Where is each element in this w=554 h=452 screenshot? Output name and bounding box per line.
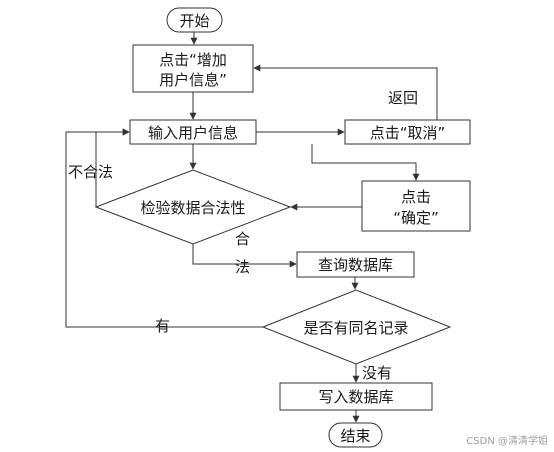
watermark: CSDN @清清学姐: [466, 434, 548, 447]
edge-input-to-confirm: [311, 144, 420, 181]
click-confirm-line1: 点击: [401, 188, 431, 206]
edge-cancel-return-to-add: [253, 64, 438, 120]
click-confirm-node: 点击 “确定”: [361, 180, 471, 232]
input-user-info-node: 输入用户信息: [129, 119, 257, 145]
same-name-check-label: 是否有同名记录: [303, 319, 408, 337]
start-node: 开始: [166, 7, 223, 33]
write-db-label: 写入数据库: [318, 388, 393, 406]
edge-check-has-to-input: [65, 128, 263, 328]
click-cancel-node: 点击“取消”: [344, 119, 471, 145]
query-db-label: 查询数据库: [318, 256, 393, 274]
add-user-info-line1: 点击“增加: [159, 51, 227, 69]
click-confirm-line2: “确定”: [393, 209, 439, 227]
label-illegal: 不合法: [68, 163, 113, 181]
label-return: 返回: [388, 89, 418, 107]
click-cancel-label: 点击“取消”: [370, 124, 446, 142]
end-node: 结束: [328, 422, 383, 448]
same-name-check-node: 是否有同名记录: [261, 289, 452, 365]
start-label: 开始: [179, 12, 209, 30]
query-db-node: 查询数据库: [296, 251, 415, 278]
validate-node: 检验数据合法性: [94, 169, 292, 245]
label-has: 有: [155, 317, 170, 335]
validate-label: 检验数据合法性: [140, 199, 245, 217]
input-user-info-label: 输入用户信息: [148, 124, 238, 142]
label-legal-2: 法: [235, 258, 250, 276]
write-db-node: 写入数据库: [279, 382, 433, 411]
add-user-info-line2: 用户信息”: [159, 71, 227, 89]
end-label: 结束: [340, 427, 370, 445]
edge-validate-legal-to-query: [192, 244, 297, 268]
label-legal-1: 合: [235, 230, 250, 248]
label-none: 没有: [362, 364, 392, 382]
add-user-info-node: 点击“增加 用户信息”: [132, 44, 254, 93]
